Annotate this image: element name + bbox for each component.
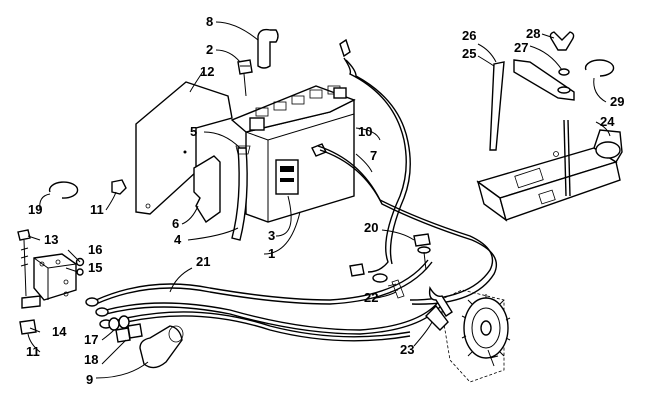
- terminal-bolt: [237, 59, 253, 97]
- callout-17: 17: [84, 332, 98, 347]
- battery: [230, 85, 356, 223]
- snap-ring-left: [48, 181, 79, 199]
- callout-7: 7: [370, 148, 377, 163]
- callout-16: 16: [88, 242, 102, 257]
- nuts-washers: [108, 315, 143, 343]
- callout-8: 8: [206, 14, 213, 29]
- callout-14: 14: [52, 324, 67, 339]
- callout-26: 26: [462, 28, 476, 43]
- snap-ring-right: [584, 59, 615, 77]
- callout-25: 25: [462, 46, 476, 61]
- callout-12: 12: [200, 64, 214, 79]
- starter-terminal-22: [387, 279, 405, 299]
- callout-13: 13: [44, 232, 58, 247]
- battery-shield-plate: [135, 81, 233, 215]
- cable-positive: [339, 38, 411, 273]
- callout-1: 1: [268, 246, 275, 261]
- leader-lines: [27, 21, 611, 379]
- callout-9: 9: [86, 372, 93, 387]
- washers-15-16: [75, 257, 85, 276]
- starter-motor: [425, 286, 511, 383]
- callout-22: 22: [364, 290, 378, 305]
- bolt-washer-20: [349, 233, 431, 283]
- battery-bracket: [193, 155, 221, 224]
- callout-18: 18: [84, 352, 98, 367]
- terminal-cap: [257, 28, 279, 69]
- callout-19: 19: [28, 202, 42, 217]
- callout-29: 29: [610, 94, 624, 109]
- nut: [111, 179, 127, 195]
- callout-21: 21: [196, 254, 210, 269]
- callout-23: 23: [400, 342, 414, 357]
- callout-4: 4: [174, 232, 182, 247]
- callout-6: 6: [172, 216, 179, 231]
- cable-negative: [311, 143, 498, 305]
- terminal-boot: [139, 325, 184, 369]
- cable-harness: [95, 259, 445, 342]
- callout-11a: 11: [90, 202, 104, 217]
- callout-11b: 11: [26, 344, 40, 359]
- callout-2: 2: [206, 42, 213, 57]
- wing-nut: [549, 31, 575, 51]
- callout-10: 10: [358, 124, 372, 139]
- callout-24: 24: [600, 114, 615, 129]
- bolt-13: [17, 229, 31, 297]
- solenoid: [21, 253, 77, 309]
- nut-bottom: [19, 319, 37, 335]
- hold-down-strap: [489, 59, 575, 151]
- callout-5: 5: [190, 124, 197, 139]
- callout-27: 27: [514, 40, 528, 55]
- hold-down-rod: [563, 119, 571, 197]
- washer-27: [558, 68, 570, 76]
- callout-3: 3: [268, 228, 275, 243]
- callout-28: 28: [526, 26, 540, 41]
- callout-15: 15: [88, 260, 102, 275]
- battery-tray: [476, 129, 623, 222]
- callout-20: 20: [364, 220, 378, 235]
- ring-terminals-left: [85, 297, 113, 329]
- callout-labels: 1 2 3 4 5 6 7 8 9 10 11 11 12 13 14 15 1…: [26, 14, 624, 387]
- vent-tube: [231, 145, 251, 241]
